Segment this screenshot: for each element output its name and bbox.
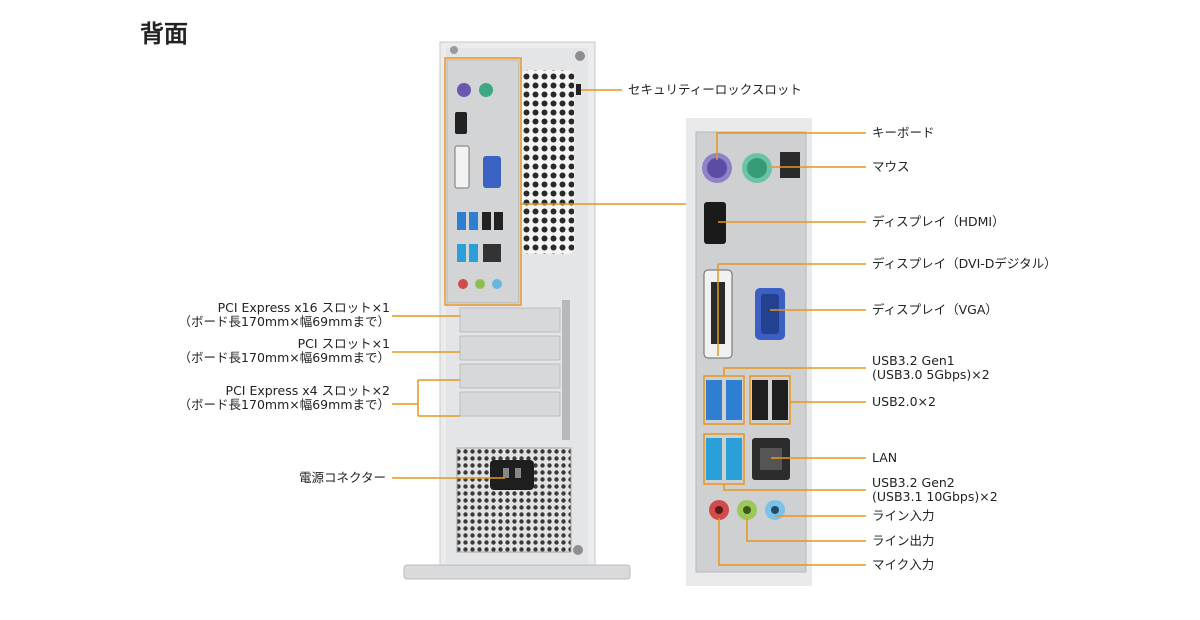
ps2-mouse-port <box>479 83 493 97</box>
screw-icon <box>573 545 583 555</box>
usb3-gen2-port <box>726 438 742 480</box>
label-usb32-gen1-line2: (USB3.0 5Gbps)×2 <box>872 367 990 382</box>
label-lan: LAN <box>872 450 898 465</box>
label-usb32-gen2-line1: USB3.2 Gen2 <box>872 475 955 490</box>
hdmi-port <box>455 112 467 134</box>
label-usb32-gen2: USB3.2 Gen2 (USB3.1 10Gbps)×2 <box>872 476 998 504</box>
label-keyboard: キーボード <box>872 125 935 140</box>
vga-port <box>483 156 501 188</box>
label-security-slot: セキュリティーロックスロット <box>628 82 802 97</box>
usb3-port <box>469 212 478 230</box>
label-usb20: USB2.0×2 <box>872 394 936 409</box>
power-inlet <box>490 460 534 490</box>
usb3-gen2-port <box>469 244 478 262</box>
label-display-vga: ディスプレイ（VGA） <box>872 302 998 317</box>
line-out-jack <box>475 279 485 289</box>
label-pci-line1: PCI スロット×1 <box>297 336 390 351</box>
usb2-port <box>494 212 503 230</box>
stand <box>403 564 631 580</box>
hdmi-port <box>704 202 726 244</box>
label-line-in: ライン入力 <box>872 508 935 523</box>
label-usb32-gen1: USB3.2 Gen1 (USB3.0 5Gbps)×2 <box>872 354 990 382</box>
expansion-slot-cover <box>459 363 561 389</box>
label-pcie-x16-line1: PCI Express x16 スロット×1 <box>217 300 390 315</box>
dvi-port <box>454 145 470 189</box>
label-pcie-x16-line2: （ボード長170mm×幅69mmまで） <box>178 314 390 329</box>
label-line-out: ライン出力 <box>872 533 935 548</box>
line-in-jack <box>492 279 502 289</box>
expansion-slot-cover <box>459 335 561 361</box>
page-title: 背面 <box>140 20 188 48</box>
usb2-port <box>772 380 788 420</box>
mic-jack <box>458 279 468 289</box>
label-mic-in: マイク入力 <box>872 557 935 572</box>
screw-icon <box>575 51 585 61</box>
security-slot <box>576 84 581 95</box>
leader-lines <box>392 57 866 566</box>
label-power-connector: 電源コネクター <box>298 470 386 485</box>
usb3-port <box>457 212 466 230</box>
ps2-keyboard-port <box>457 83 471 97</box>
usb3-gen1-port <box>726 380 742 420</box>
usb3-gen2-port <box>706 438 722 480</box>
lan-port <box>483 244 501 262</box>
label-pcie-x16: PCI Express x16 スロット×1 （ボード長170mm×幅69mmま… <box>150 301 390 329</box>
screw-icon <box>450 46 458 54</box>
label-mouse: マウス <box>872 159 910 174</box>
label-pci: PCI スロット×1 （ボード長170mm×幅69mmまで） <box>150 337 390 365</box>
label-pcie-x4-line1: PCI Express x4 スロット×2 <box>225 383 390 398</box>
label-pcie-x4-line2: （ボード長170mm×幅69mmまで） <box>178 397 390 412</box>
expansion-slot-cover <box>459 391 561 417</box>
usb3-gen2-port <box>457 244 466 262</box>
usb3-gen1-port <box>706 380 722 420</box>
usb2-port <box>482 212 491 230</box>
vent-grille <box>522 70 574 254</box>
label-pci-line2: （ボード長170mm×幅69mmまで） <box>178 350 390 365</box>
label-usb32-gen1-line1: USB3.2 Gen1 <box>872 353 955 368</box>
pc-rear-chassis <box>403 41 631 580</box>
label-usb32-gen2-line2: (USB3.1 10Gbps)×2 <box>872 489 998 504</box>
usb2-port <box>752 380 768 420</box>
expansion-slot-cover <box>459 307 561 333</box>
label-display-hdmi: ディスプレイ（HDMI） <box>872 214 1005 229</box>
io-panel-closeup <box>686 118 812 586</box>
label-display-dvi: ディスプレイ（DVI-Dデジタル） <box>872 256 1057 271</box>
label-pcie-x4: PCI Express x4 スロット×2 （ボード長170mm×幅69mmまで… <box>150 384 390 412</box>
